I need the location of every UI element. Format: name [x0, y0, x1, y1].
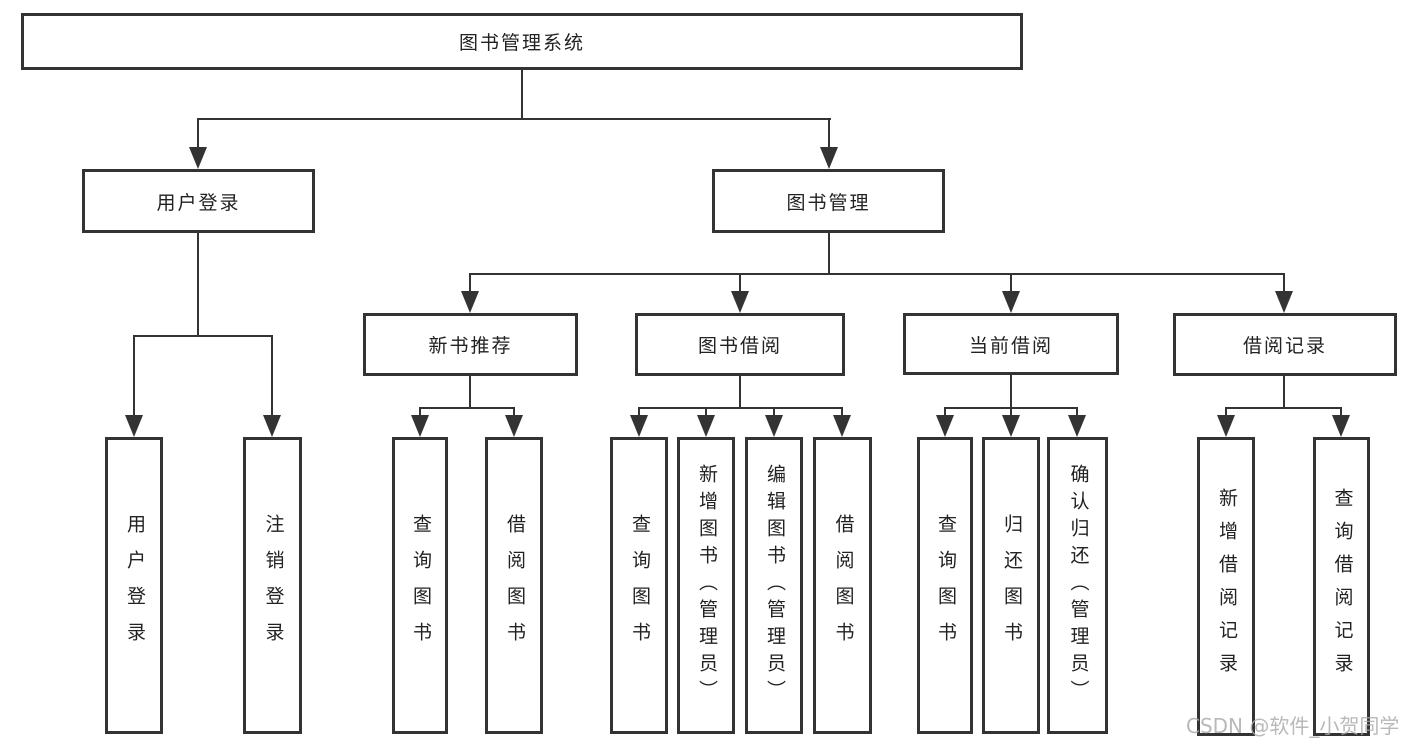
leaf-confirm-return-admin: 确认归还（管理员）: [1047, 437, 1108, 734]
connector-records-stem: [1283, 376, 1285, 407]
arrowhead-to-borrow-books: [833, 407, 851, 437]
connector-current-stem: [1010, 374, 1012, 407]
arrowhead-to-book-management: [820, 118, 838, 169]
arrowhead-to-query-borrow-record: [1332, 407, 1350, 437]
connector-borrowing-branch: [639, 407, 842, 409]
connector-user-login-branch: [133, 335, 273, 337]
node-book-borrowing: 图书借阅: [635, 313, 845, 376]
leaf-label: 查询图书: [934, 513, 957, 658]
connector-root-branch: [197, 118, 831, 120]
leaf-label: 查询图书: [409, 513, 432, 658]
leaf-borrow-books-under-recommend: 借阅图书: [485, 437, 543, 734]
leaf-label: 查询图书: [628, 513, 651, 658]
leaf-label: 新增借阅记录: [1215, 487, 1238, 686]
leaf-logout: 注销登录: [243, 437, 302, 734]
arrowhead-to-new-book-recommend: [461, 273, 479, 313]
connector-book-mgmt-stem: [828, 232, 830, 273]
node-current-borrowing: 当前借阅: [903, 313, 1119, 375]
leaf-label: 编辑图书（管理员）: [763, 464, 786, 707]
node-new-book-recommend: 新书推荐: [363, 313, 578, 376]
arrowhead-to-add-books: [697, 407, 715, 437]
csdn-watermark: CSDN @软件_小贺同学: [1186, 714, 1400, 738]
node-library-system: 图书管理系统: [21, 13, 1023, 70]
arrowhead-to-add-borrow-record: [1217, 407, 1235, 437]
connector-records-branch: [1226, 407, 1341, 409]
leaf-label: 用户登录: [123, 513, 146, 658]
leaf-edit-books-admin: 编辑图书（管理员）: [745, 437, 803, 734]
node-label: 当前借阅: [968, 334, 1053, 357]
leaf-label: 确认归还（管理员）: [1067, 464, 1090, 707]
node-borrowing-records: 借阅记录: [1173, 313, 1397, 376]
leaf-add-borrow-record: 新增借阅记录: [1197, 437, 1255, 736]
arrowhead-to-book-borrowing: [731, 273, 749, 313]
leaf-label: 借阅图书: [503, 513, 526, 658]
connector-borrowing-stem: [739, 376, 741, 407]
arrowhead-to-query-books-recommend: [411, 407, 429, 437]
arrowhead-to-leaf-user-login: [125, 335, 143, 437]
leaf-return-books: 归还图书: [982, 437, 1040, 734]
arrowhead-to-borrowing-records: [1275, 273, 1293, 313]
arrowhead-to-borrow-books-recommend: [505, 407, 523, 437]
node-label: 用户登录: [156, 191, 241, 214]
leaf-query-books-under-recommend: 查询图书: [392, 437, 448, 734]
leaf-add-books-admin: 新增图书（管理员）: [677, 437, 735, 734]
node-label: 借阅记录: [1242, 335, 1327, 357]
connector-user-login-stem: [197, 232, 199, 335]
arrowhead-to-current-borrowing: [1002, 273, 1020, 313]
node-user-login: 用户登录: [82, 169, 315, 233]
arrowhead-to-user-login: [189, 118, 207, 169]
leaf-label: 新增图书（管理员）: [695, 464, 718, 707]
arrowhead-to-confirm-return: [1068, 407, 1086, 437]
arrowhead-to-leaf-logout: [263, 335, 281, 437]
node-book-management: 图书管理: [712, 169, 945, 233]
leaf-label: 查询借阅记录: [1331, 487, 1354, 686]
node-label: 图书借阅: [697, 335, 782, 357]
leaf-user-login: 用户登录: [105, 437, 163, 734]
leaf-label: 归还图书: [1000, 513, 1023, 658]
node-label: 图书管理系统: [458, 32, 585, 54]
connector-recommend-branch: [420, 407, 514, 409]
leaf-query-borrow-record: 查询借阅记录: [1313, 437, 1370, 736]
leaf-borrow-books-under-borrowing: 借阅图书: [813, 437, 872, 734]
node-label: 图书管理: [786, 191, 871, 214]
connector-root-stem: [521, 69, 523, 118]
arrowhead-to-edit-books: [765, 407, 783, 437]
leaf-query-books-under-current: 查询图书: [917, 437, 973, 734]
leaf-query-books-under-borrowing: 查询图书: [610, 437, 668, 734]
connector-book-mgmt-branch: [470, 273, 1284, 275]
arrowhead-to-query-books-current: [936, 407, 954, 437]
leaf-label: 借阅图书: [832, 513, 855, 658]
node-label: 新书推荐: [428, 335, 513, 357]
arrowhead-to-return-books: [1002, 407, 1020, 437]
arrowhead-to-query-books-borrowing: [630, 407, 648, 437]
connector-recommend-stem: [469, 376, 471, 407]
leaf-label: 注销登录: [262, 513, 285, 658]
